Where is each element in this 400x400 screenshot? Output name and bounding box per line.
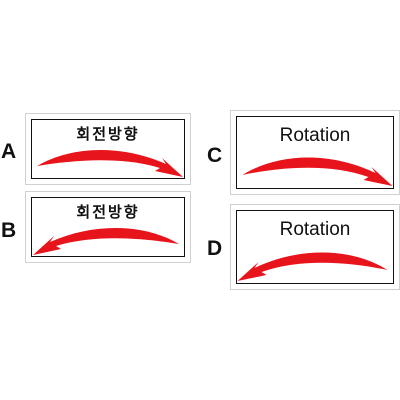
option-letter-b: B (1, 219, 17, 242)
option-letter-c: C (207, 144, 223, 167)
sign-frame: 회전방향 (31, 197, 185, 257)
sign-frame: Rotation (236, 116, 394, 189)
rotation-arrow-left-icon (33, 227, 179, 255)
sign-option-c[interactable]: Rotation (231, 111, 399, 194)
sign-option-d[interactable]: Rotation (231, 205, 399, 289)
option-letter-a: A (1, 140, 17, 163)
sign-frame: 회전방향 (31, 119, 185, 179)
option-letter-d: D (207, 237, 223, 260)
sign-title: 회전방향 (76, 125, 140, 143)
sign-option-b[interactable]: 회전방향 (26, 192, 190, 262)
sign-title: Rotation (279, 219, 351, 240)
sign-option-a[interactable]: 회전방향 (26, 114, 190, 184)
sign-title: Rotation (279, 125, 351, 146)
rotation-arrow-left-icon (237, 252, 388, 281)
rotation-arrow-right-icon (37, 149, 183, 177)
sign-title: 회전방향 (76, 203, 140, 221)
rotation-arrow-right-icon (242, 157, 393, 186)
sign-frame: Rotation (236, 210, 394, 284)
